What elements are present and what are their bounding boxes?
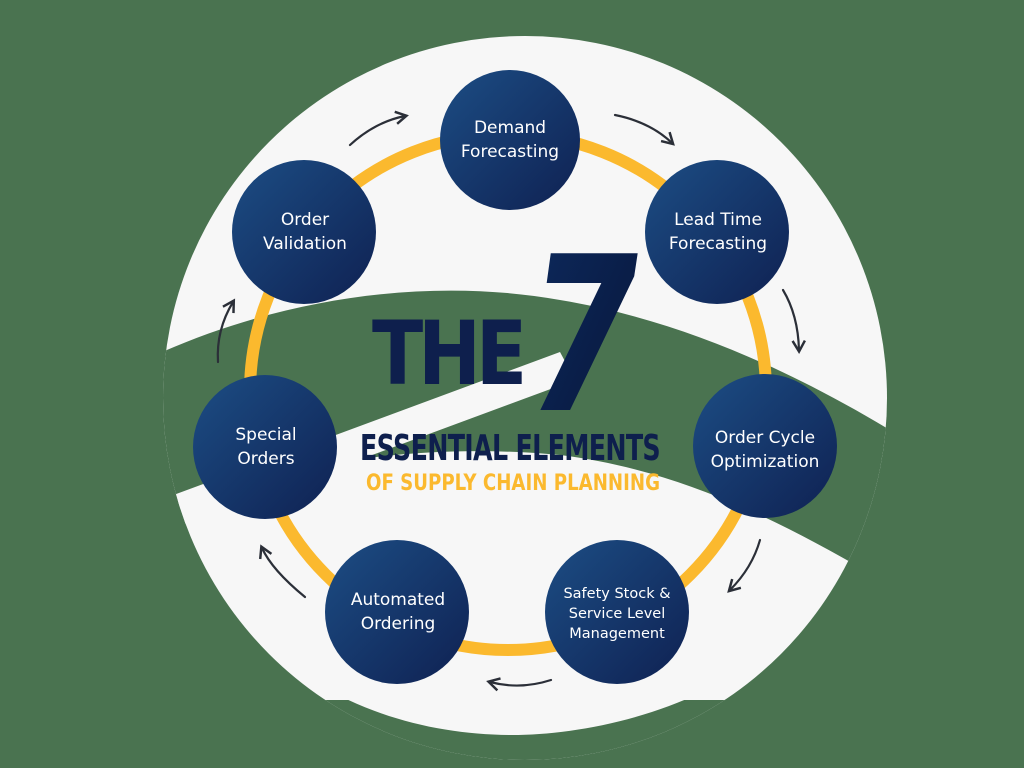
title-subtitle: OF SUPPLY CHAIN PLANNING [366, 471, 660, 496]
node-label: Order Cycle [715, 428, 815, 448]
node-label: Special [235, 425, 296, 445]
title-number-seven: 7 [528, 210, 638, 461]
node-label: Optimization [711, 452, 820, 472]
arrow-icon [727, 538, 762, 593]
arrow-icon [216, 298, 236, 364]
node-label: Management [569, 626, 665, 642]
title-essential-elements: ESSENTIAL ELEMENTS [360, 428, 660, 469]
node-demand-forecasting: Demand Forecasting [440, 70, 580, 210]
green-diagonal-band [163, 290, 887, 585]
node-label: Orders [237, 449, 294, 469]
arrow-icon [348, 110, 409, 147]
node-label: Forecasting [669, 234, 767, 254]
node-order-validation: Order Validation [232, 160, 376, 304]
node-label: Safety Stock & [563, 586, 670, 602]
node-label: Forecasting [461, 142, 559, 162]
node-automated-ordering: Automated Ordering [325, 540, 469, 684]
title-the: THE [372, 302, 522, 405]
node-lead-time-forecasting: Lead Time Forecasting [645, 160, 789, 304]
node-label: Order [281, 210, 329, 230]
arrow-icon [781, 288, 806, 355]
node-label: Ordering [361, 614, 436, 634]
flow-arrows [216, 110, 806, 692]
node-label: Automated [351, 590, 445, 610]
node-label: Service Level [569, 606, 665, 622]
center-title: THE 7 ESSENTIAL ELEMENTS OF SUPPLY CHAIN… [360, 210, 661, 496]
arrow-icon [486, 677, 553, 692]
node-special-orders: Special Orders [193, 375, 337, 519]
arrow-icon [258, 544, 307, 599]
node-label: Lead Time [674, 210, 762, 230]
arrow-icon [613, 113, 675, 146]
node-order-cycle-optimization: Order Cycle Optimization [693, 374, 837, 518]
node-label: Demand [474, 118, 546, 138]
node-safety-stock-service-level: Safety Stock & Service Level Management [545, 540, 689, 684]
node-label: Validation [263, 234, 347, 254]
